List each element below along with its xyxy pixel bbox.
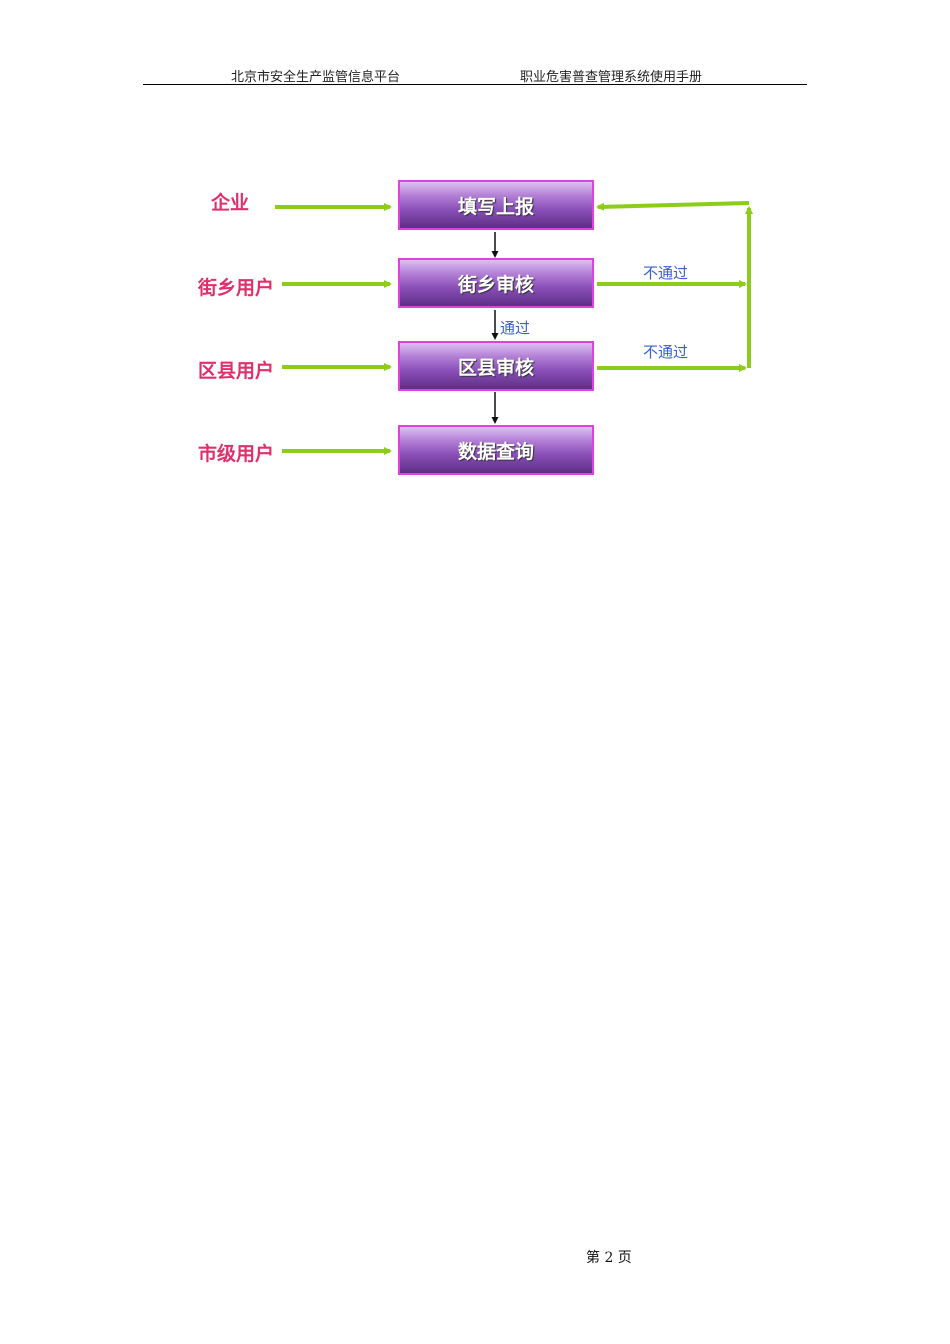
role-street-user: 街乡用户 [198, 277, 275, 299]
label-fail-street: 不通过 [643, 264, 689, 282]
label-pass: 通过 [500, 319, 531, 337]
page-header: 北京市安全生产监管信息平台 职业危害普查管理系统使用手册 [143, 64, 807, 85]
page-number: 第 2 页 [586, 1250, 632, 1266]
workflow-arrows [275, 201, 753, 455]
label-fail-district: 不通过 [643, 343, 689, 361]
header-left-title: 北京市安全生产监管信息平台 [231, 70, 401, 85]
arrow-return-to-fill [596, 201, 750, 211]
header-right-title: 职业危害普查管理系统使用手册 [520, 70, 703, 85]
workflow-diagram: 企业 街乡用户 区县用户 市级用户 填写上报 街乡审核 区县审核 数据查询 通过… [160, 140, 780, 490]
step-district-review: 区县审核 [398, 341, 594, 391]
step-data-query: 数据查询 [398, 425, 594, 475]
role-district-user: 区县用户 [198, 360, 275, 382]
step-street-review: 街乡审核 [398, 258, 594, 308]
role-enterprise: 企业 [211, 192, 250, 214]
role-city-user: 市级用户 [198, 443, 275, 465]
step-fill-report: 填写上报 [398, 180, 594, 230]
